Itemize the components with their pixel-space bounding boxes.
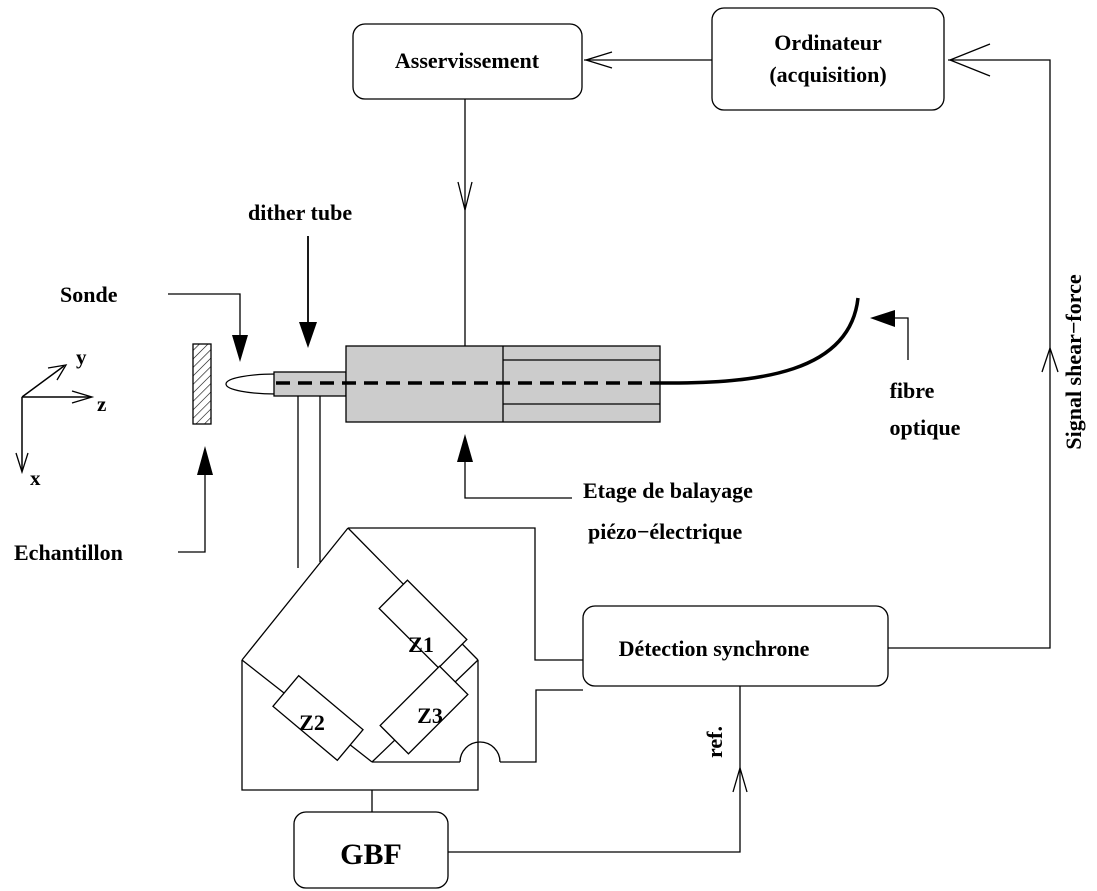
arrow-asservissement-to-stage — [457, 99, 473, 366]
etage-label-line1: Etage de balayage — [583, 478, 753, 503]
z2-label: Z2 — [299, 710, 325, 735]
axis-z-label: z — [97, 392, 106, 416]
impedance-z2 — [272, 674, 364, 762]
detection-synchrone-box: Détection synchrone — [582, 605, 889, 687]
arrow-echantillon — [178, 446, 213, 553]
arrow-dither-tube — [299, 236, 317, 348]
sonde-label: Sonde — [60, 282, 118, 307]
etage-label-line2: piézo−électrique — [588, 519, 742, 544]
signal-shear-force-line — [888, 43, 1059, 649]
impedance-z1 — [378, 579, 468, 669]
fibre-optique — [659, 297, 860, 385]
dither-tube-label: dither tube — [248, 200, 352, 225]
ref-label: ref. — [702, 726, 727, 758]
arrow-sonde — [168, 293, 248, 362]
arrow-etage — [457, 434, 572, 499]
axis-x-label: x — [30, 466, 41, 490]
impedance-z3 — [379, 665, 469, 755]
fibre-label-line1: fibre — [890, 378, 935, 403]
z3-label: Z3 — [417, 703, 443, 728]
signal-shear-force-label: Signal shear−force — [1061, 274, 1086, 450]
fibre-label-line2: optique — [890, 415, 961, 440]
axis-y-label: y — [76, 345, 87, 369]
detection-label: Détection synchrone — [619, 636, 810, 661]
ref-line — [448, 686, 748, 853]
z1-label: Z1 — [408, 632, 434, 657]
gbf-box: GBF — [293, 811, 449, 889]
probe-tip — [225, 373, 277, 395]
sample-echantillon — [192, 343, 212, 425]
arrow-fibre — [870, 310, 909, 360]
echantillon-label: Echantillon — [14, 540, 123, 565]
ordinateur-label-line2: (acquisition) — [769, 62, 886, 87]
asservissement-label: Asservissement — [395, 48, 540, 73]
gbf-label: GBF — [340, 838, 402, 871]
ordinateur-box: Ordinateur (acquisition) — [711, 7, 945, 111]
axes-icon — [15, 364, 95, 475]
asservissement-box: Asservissement — [352, 23, 583, 100]
ordinateur-label-line1: Ordinateur — [774, 30, 882, 55]
arrow-ordinateur-to-asservissement — [583, 51, 712, 69]
